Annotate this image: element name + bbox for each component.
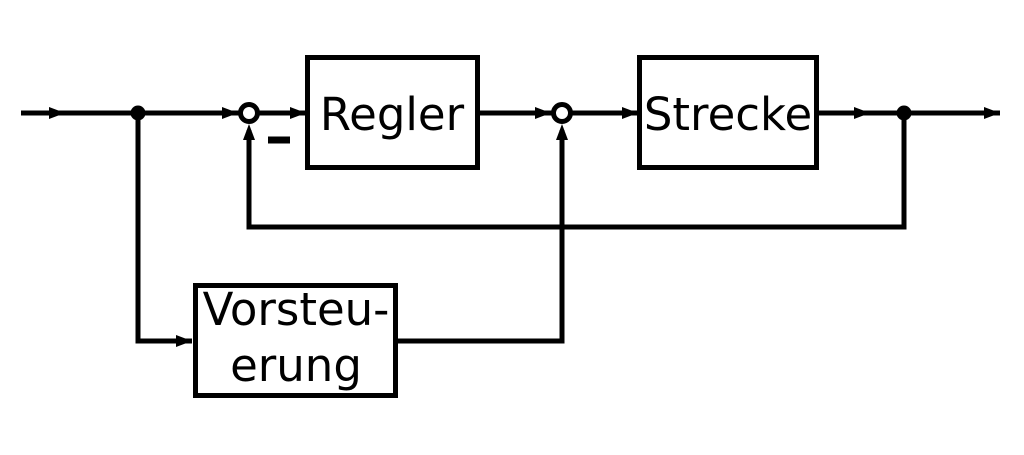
block-regler-label: Regler [320,88,465,141]
branch-dot-input [130,105,146,121]
feedforward-output-wire [397,130,565,344]
arrowhead-up-icon [243,124,255,140]
arrowhead-right-icon [984,107,1000,119]
block-vorsteuerung-label-line2: erung [230,339,362,392]
arrowhead-right-icon [222,107,238,119]
arrowhead-right-icon [535,107,551,119]
block-vorsteuerung: Vorsteu- erung [193,283,398,398]
arrowhead-right-icon [622,107,638,119]
feedforward-input-wire [135,113,192,344]
summing-junction-1 [238,102,260,124]
block-vorsteuerung-box [193,283,398,398]
arrowhead-right-icon [49,107,65,119]
block-regler: Regler [305,55,480,170]
arrowhead-right-icon [176,335,192,347]
summing-junction-2 [551,102,573,124]
block-vorsteuerung-label-line1: Vorsteu- [203,283,390,336]
feedback-wire [246,113,907,230]
signal-wires [21,110,1000,344]
block-strecke-label: Strecke [644,88,812,141]
arrowhead-right-icon [854,107,870,119]
arrowheads [49,107,1000,347]
block-regler-box [305,55,480,170]
arrowhead-right-icon [290,107,306,119]
block-strecke-box [637,55,819,170]
block-strecke: Strecke [637,55,819,170]
arrowhead-up-icon [556,124,568,140]
branch-dot-output [896,105,912,121]
